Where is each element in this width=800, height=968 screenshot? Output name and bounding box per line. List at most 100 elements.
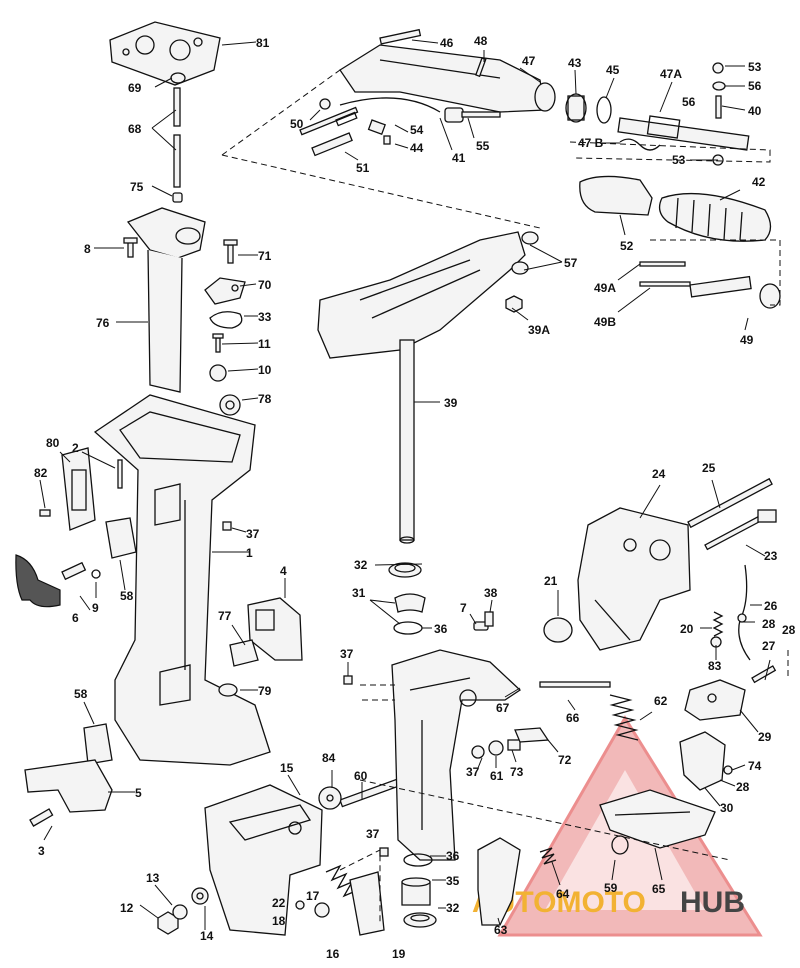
callout-label: 57 <box>564 256 578 270</box>
callout-label: 77 <box>218 609 232 623</box>
callout-label: 37 <box>340 647 354 661</box>
callout-label: 32 <box>446 901 460 915</box>
callout-label: 55 <box>476 139 490 153</box>
callout-label: 78 <box>258 392 272 406</box>
exhaust-tube-76 <box>126 207 206 393</box>
bushing-31 <box>394 593 426 613</box>
callout-label: 32 <box>354 558 368 572</box>
steering-arm-39 <box>317 231 526 544</box>
callout-label: 54 <box>410 123 424 137</box>
bracket-24 <box>577 507 691 651</box>
bushing-17-18 <box>295 900 330 918</box>
callout-label: 66 <box>566 711 580 725</box>
callout-label: 45 <box>606 63 620 77</box>
callout-label: 53 <box>672 153 686 167</box>
seal-9 <box>91 569 101 579</box>
callout-label: 5 <box>135 786 142 800</box>
callout-label: 65 <box>652 882 666 896</box>
callout-label: 4 <box>280 564 287 578</box>
callout-label: 15 <box>280 761 294 775</box>
callout-label: 42 <box>752 175 766 189</box>
gear-78 <box>219 394 241 416</box>
water-tubes-68 <box>173 87 181 188</box>
gear-10 <box>209 364 227 382</box>
callout-label: 27 <box>762 639 776 653</box>
callout-label: 38 <box>484 586 498 600</box>
screw-3 <box>29 808 54 827</box>
callout-label: 28 <box>782 623 796 637</box>
screw-11 <box>212 333 224 353</box>
pad-58-upper <box>105 517 137 559</box>
callout-label: 3 <box>38 844 45 858</box>
callout-label: 23 <box>764 549 778 563</box>
pad-58-lower <box>83 723 113 765</box>
parts-53-56-40 <box>712 62 726 166</box>
callout-label: 26 <box>764 599 778 613</box>
swivel-bracket-19 <box>391 649 522 861</box>
callout-label: 60 <box>354 769 368 783</box>
callout-label: 37 <box>246 527 260 541</box>
callout-label: 58 <box>74 687 88 701</box>
callout-label: 18 <box>272 914 286 928</box>
callout-label: 44 <box>410 141 424 155</box>
spring-64 <box>539 847 557 865</box>
callout-label: 49 <box>740 333 754 347</box>
callout-label: 53 <box>748 60 762 74</box>
bracket-30 <box>679 731 726 791</box>
bushing-14 <box>191 887 209 905</box>
callout-label: 14 <box>200 929 214 943</box>
cover-80 <box>61 447 96 531</box>
throttle-shaft-47A <box>617 115 750 151</box>
watermark-text-hub: HUB <box>680 886 745 919</box>
callout-label: 76 <box>96 316 110 330</box>
callout-label: 73 <box>510 765 524 779</box>
callout-label: 43 <box>568 56 582 70</box>
spring-20 <box>712 611 724 637</box>
leader-lines <box>39 39 771 930</box>
callout-label: 82 <box>34 466 48 480</box>
callout-label: 10 <box>258 363 272 377</box>
lever-6 <box>15 554 87 608</box>
callout-label: 61 <box>490 769 504 783</box>
assembly-lines <box>221 69 789 925</box>
callout-label: 33 <box>258 310 272 324</box>
callout-label: 70 <box>258 278 272 292</box>
callout-label: 19 <box>392 947 406 961</box>
callout-label: 37 <box>466 765 480 779</box>
spring-62 <box>609 694 639 741</box>
callout-label: 50 <box>290 117 304 131</box>
rod-66 <box>539 681 611 688</box>
callout-label: 48 <box>474 34 488 48</box>
callout-label: 49B <box>594 315 616 329</box>
callout-label: 68 <box>128 122 142 136</box>
bolt-46 <box>379 28 422 45</box>
throttle-assembly-49 <box>639 261 781 309</box>
screw-71 <box>223 239 238 264</box>
callout-label: 2 <box>72 441 79 455</box>
callout-label: 1 <box>246 546 253 560</box>
callout-label: 20 <box>680 622 694 636</box>
gasket-33 <box>209 311 243 329</box>
callout-label: 6 <box>72 611 79 625</box>
callout-label: 49A <box>594 281 616 295</box>
callout-label: 80 <box>46 436 60 450</box>
screw-82 <box>39 509 51 517</box>
callout-label: 46 <box>440 36 454 50</box>
bushing-21 <box>543 617 573 643</box>
bracket-4 <box>247 597 303 661</box>
carb-gasket-81 <box>109 21 221 86</box>
callout-label: 9 <box>92 601 99 615</box>
screw-8 <box>123 237 138 258</box>
nut-12 <box>157 911 179 935</box>
clamp-5 <box>24 759 113 813</box>
screw-7-38 <box>473 611 494 631</box>
callout-label: 39A <box>528 323 550 337</box>
o-ring-45 <box>596 96 612 124</box>
screw-2 <box>117 459 123 489</box>
callout-label: 47 <box>522 54 536 68</box>
callout-label: 28 <box>736 780 750 794</box>
callout-label: 81 <box>256 36 270 50</box>
callout-label: 84 <box>322 751 336 765</box>
